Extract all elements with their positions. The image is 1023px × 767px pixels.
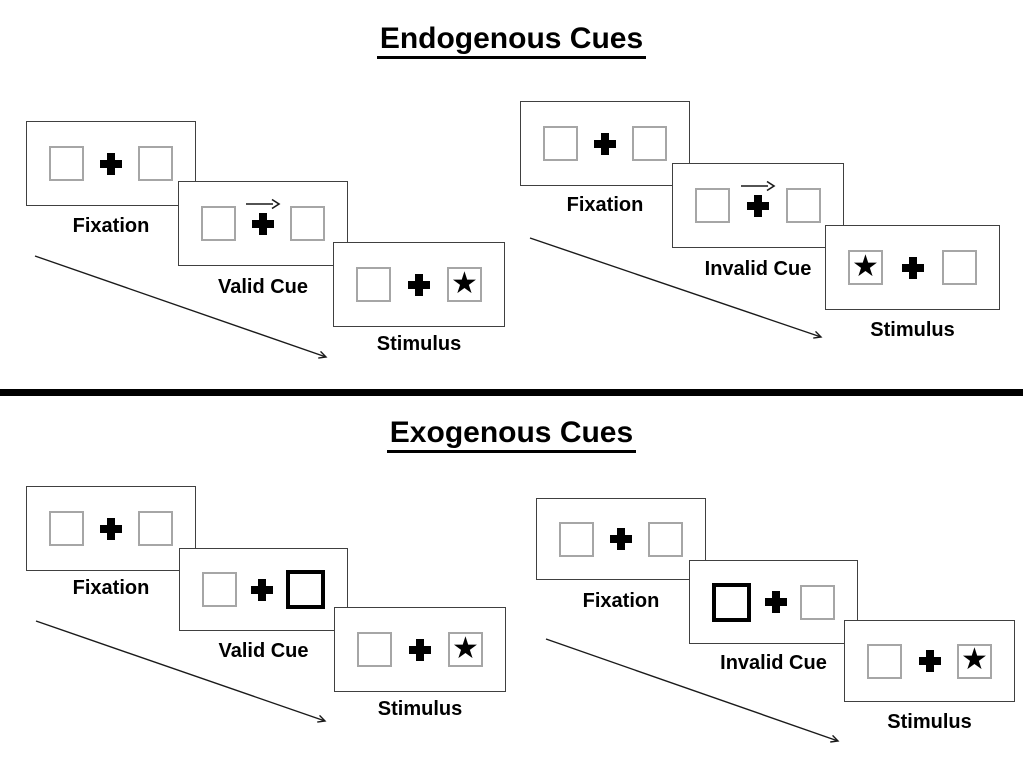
fixation-cross-icon (409, 638, 431, 661)
right-arrow-icon (246, 198, 281, 209)
stimulus-panel: ★ (844, 620, 1015, 702)
sequence-timeline-arrow (529, 237, 821, 337)
placeholder-box-right (786, 188, 821, 223)
cue-highlight-box-left (712, 582, 751, 622)
placeholder-box-left (695, 188, 730, 223)
fixation-panel (536, 498, 706, 580)
panel-label: Invalid Cue (720, 652, 827, 674)
panel-label: Fixation (566, 194, 644, 216)
placeholder-box-right (800, 584, 835, 620)
placeholder-box-right (290, 206, 325, 241)
cue-panel (672, 163, 844, 248)
cue-panel (179, 548, 348, 631)
panel-label: Fixation (72, 577, 150, 599)
fixation-cross-icon (901, 256, 924, 279)
fixation-cross-icon (764, 591, 787, 613)
fixation-cross-icon (408, 273, 430, 296)
fixation-cross-icon (610, 528, 632, 550)
star-icon: ★ (961, 642, 988, 677)
placeholder-box-right (138, 511, 173, 546)
panel-label: Stimulus (376, 333, 462, 355)
sequence-timeline-arrow (35, 620, 325, 721)
fixation-panel (26, 486, 196, 571)
cue-highlight-box-right (286, 570, 325, 609)
placeholder-box-left (543, 126, 578, 161)
star-icon: ★ (451, 265, 478, 301)
fixation-panel (520, 101, 690, 186)
fixation-cross-icon (100, 152, 122, 175)
fixation-panel (26, 121, 196, 206)
placeholder-box-left (49, 146, 84, 181)
panel-label: Invalid Cue (704, 258, 812, 280)
section-header-exogenous: Exogenous Cues (0, 416, 1023, 453)
panel-label: Valid Cue (218, 640, 309, 662)
panel-label: Stimulus (377, 698, 463, 720)
panel-label: Stimulus (887, 711, 972, 733)
placeholder-box-left (201, 206, 236, 241)
section-title-endogenous: Endogenous Cues (376, 22, 647, 59)
placeholder-box-right (648, 521, 683, 557)
fixation-cross-icon (250, 578, 273, 601)
placeholder-box-left (202, 572, 237, 607)
fixation-cross-icon (100, 517, 122, 540)
panel-label: Stimulus (870, 319, 955, 341)
star-icon: ★ (852, 248, 879, 284)
placeholder-box-right (138, 146, 173, 181)
section-header-endogenous: Endogenous Cues (0, 22, 1023, 59)
panel-label: Fixation (582, 590, 660, 612)
placeholder-box-right (942, 250, 977, 285)
panel-label: Valid Cue (217, 276, 309, 298)
target-box-right: ★ (447, 267, 482, 302)
placeholder-box-right (632, 126, 667, 161)
star-icon: ★ (452, 630, 479, 666)
cue-panel (689, 560, 858, 644)
target-box-left: ★ (848, 250, 883, 285)
fixation-cross-icon (918, 650, 941, 672)
fixation-cross-icon (594, 132, 616, 155)
fixation-cross-icon (741, 180, 776, 217)
placeholder-box-left (559, 521, 594, 557)
panel-label: Fixation (72, 215, 150, 237)
stimulus-panel: ★ (333, 242, 505, 327)
stimulus-panel: ★ (825, 225, 1000, 310)
right-arrow-icon (741, 180, 776, 191)
stimulus-panel: ★ (334, 607, 506, 692)
sequence-timeline-arrow (34, 255, 326, 357)
placeholder-box-left (49, 511, 84, 546)
section-title-exogenous: Exogenous Cues (386, 416, 637, 453)
placeholder-box-left (867, 643, 902, 679)
cue-panel (178, 181, 348, 266)
placeholder-box-left (356, 267, 391, 302)
section-divider (0, 389, 1023, 396)
target-box-right: ★ (957, 642, 992, 679)
fixation-cross-icon (246, 198, 281, 235)
target-box-right: ★ (448, 632, 483, 667)
placeholder-box-left (357, 632, 392, 667)
